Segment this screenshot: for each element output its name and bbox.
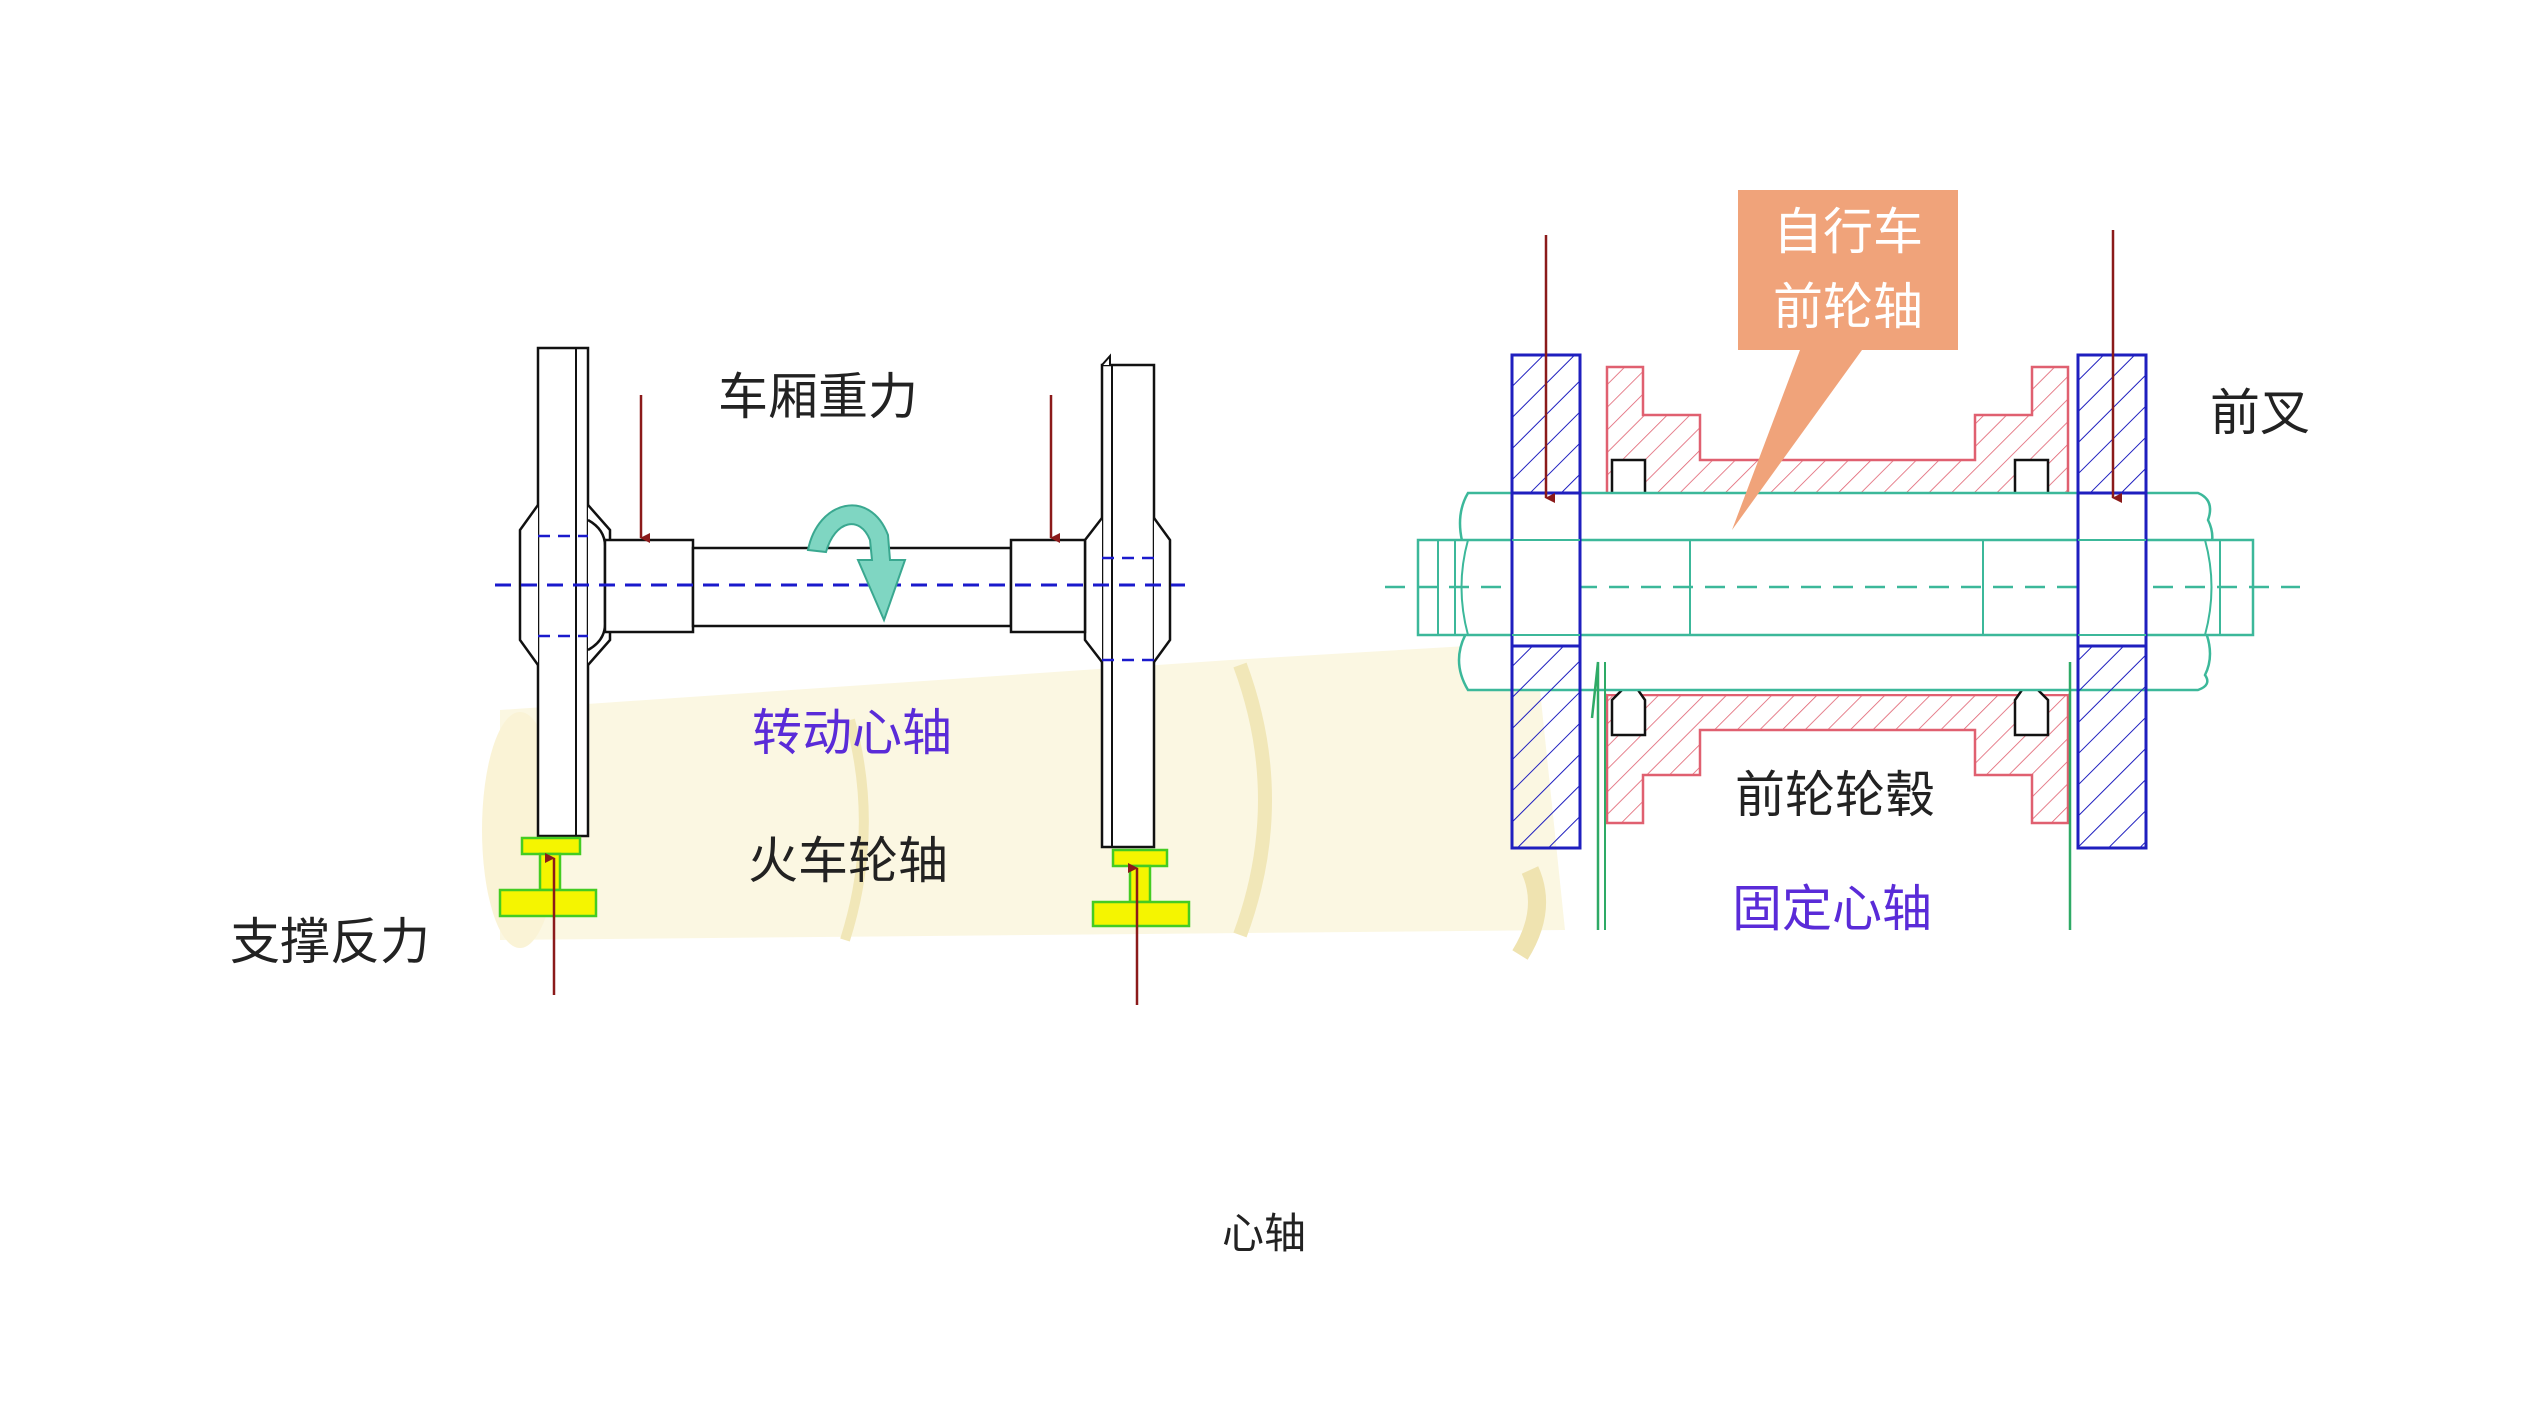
- callout-pointer: [1732, 350, 1862, 530]
- train-wheelset: [495, 346, 1191, 1005]
- left-wheel: [518, 346, 612, 838]
- rotating-axle-label: 转动心轴: [752, 704, 952, 762]
- load-arrows: [545, 395, 1139, 1005]
- bicycle-front-axle: [1385, 230, 2300, 930]
- front-hub-label: 前轮轮毂: [1735, 766, 1935, 824]
- fixed-axle-label: 固定心轴: [1732, 880, 1932, 938]
- support-reaction-label: 支撑反力: [230, 913, 430, 971]
- front-fork-plates: [1510, 353, 2148, 850]
- bicycle-front-axle-callout: 自行车 前轮轴: [1738, 190, 1958, 350]
- support-lines: [1590, 661, 2072, 930]
- right-wheel: [1083, 353, 1172, 849]
- callout-line-2: 前轮轴: [1773, 278, 1923, 336]
- figure-caption: 心轴: [1221, 1209, 1306, 1258]
- right-rail: [1091, 848, 1191, 928]
- front-fork-label: 前叉: [2210, 384, 2310, 442]
- background-cylinder: [482, 642, 1565, 960]
- curved-rotation-arrow-icon: [806, 504, 907, 623]
- fork-load-arrows: [1544, 230, 2122, 503]
- train-axle-label: 火车轮轴: [748, 832, 948, 890]
- carriage-weight-label: 车厢重力: [718, 368, 918, 426]
- callout-line-1: 自行车: [1773, 203, 1923, 261]
